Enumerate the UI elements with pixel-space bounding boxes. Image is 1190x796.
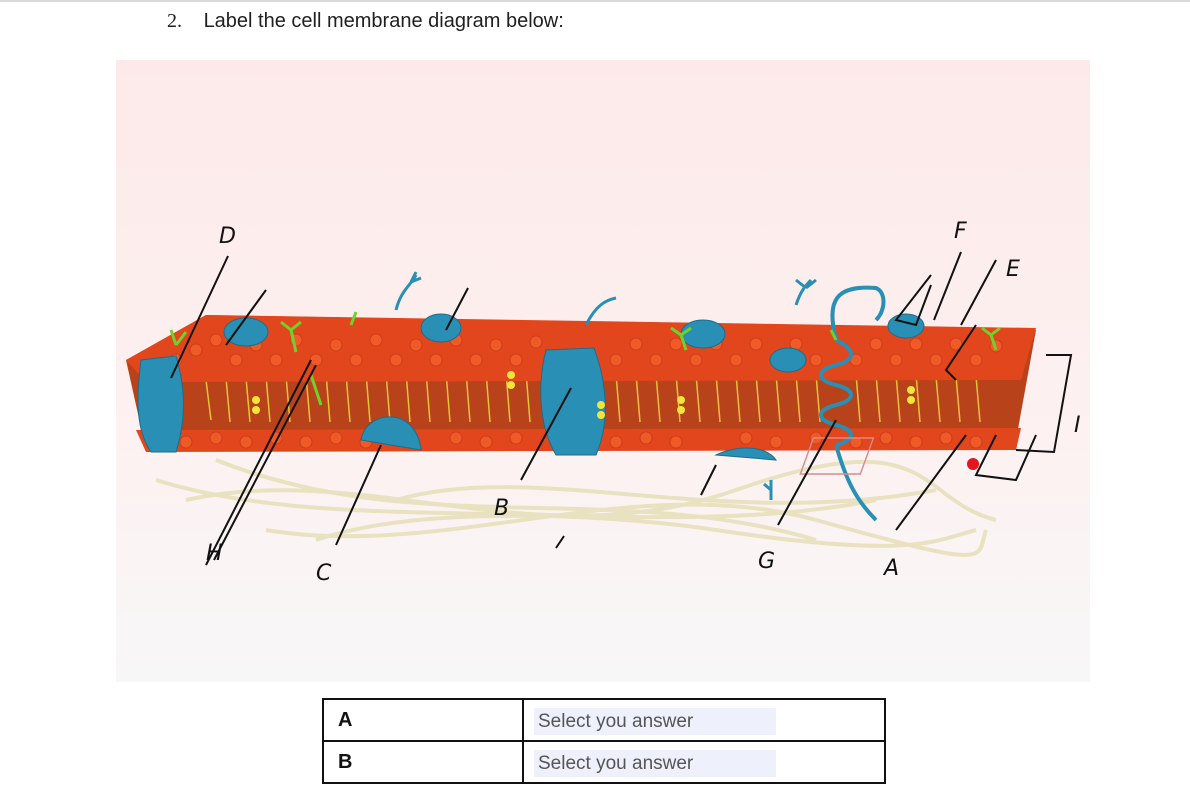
carbohydrate-chains: [169, 311, 1001, 406]
question-number: 2.: [167, 10, 182, 32]
question-text: Label the cell membrane diagram below:: [203, 10, 564, 32]
cholesterol-molecules: [252, 371, 915, 419]
table-row: B Select you answer: [322, 740, 886, 784]
label-b: B: [494, 496, 509, 521]
label-d: D: [219, 224, 236, 249]
label-h: H: [206, 541, 223, 566]
page-top-border: [0, 0, 1190, 2]
table-row: A Select you answer: [322, 698, 886, 742]
label-g: G: [758, 549, 775, 574]
outer-heads: [169, 333, 1003, 367]
glycoprotein-chains: [394, 271, 817, 500]
label-a: A: [882, 556, 899, 581]
glycolipid-head: [967, 458, 979, 470]
label-c: C: [316, 561, 332, 586]
answer-select-b[interactable]: Select you answer: [534, 750, 776, 777]
membrane-proteins: [137, 313, 925, 461]
answer-label-b: B: [322, 740, 524, 784]
answer-table: A Select you answer B Select you answer: [322, 698, 886, 784]
label-i: I: [1074, 413, 1081, 438]
answer-label-a: A: [322, 698, 524, 742]
cell-membrane-diagram: D F E I H C B G A: [116, 60, 1090, 682]
lipid-tails: [205, 371, 981, 423]
helical-protein: [819, 285, 886, 522]
label-e: E: [1006, 257, 1020, 282]
membrane-illustration: D F E I H C B G A: [126, 219, 1081, 586]
cytoskeleton-filaments: [155, 458, 997, 557]
label-pointer-lines: [170, 251, 1073, 566]
answer-cell-b: Select you answer: [522, 740, 886, 784]
question-heading: 2. Label the cell membrane diagram below…: [167, 10, 564, 33]
label-f: F: [954, 219, 967, 244]
glycolipid-box: [799, 437, 875, 475]
answer-cell-a: Select you answer: [522, 698, 886, 742]
answer-select-a[interactable]: Select you answer: [534, 708, 776, 735]
